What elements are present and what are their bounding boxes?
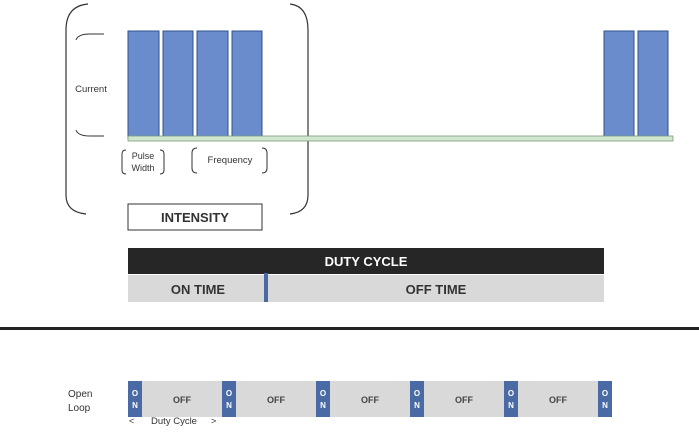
pulse-bar bbox=[127, 30, 160, 139]
off-segment-label: OFF bbox=[455, 395, 473, 405]
on-segment bbox=[504, 381, 518, 417]
off-segment bbox=[236, 381, 316, 417]
off-segment bbox=[330, 381, 410, 417]
on-segment bbox=[128, 381, 142, 417]
pulse-width-bracket-right bbox=[159, 149, 165, 175]
off-segment-label: OFF bbox=[267, 395, 285, 405]
on-time-label: ON TIME bbox=[171, 282, 225, 297]
on-segment-label: N bbox=[414, 401, 420, 410]
intensity-bracket-left bbox=[65, 3, 89, 215]
frequency-bracket-left bbox=[191, 147, 198, 174]
on-segment-label: N bbox=[132, 401, 138, 410]
pulse-bar bbox=[231, 30, 263, 139]
current-bracket-top bbox=[75, 33, 104, 41]
on-segment bbox=[598, 381, 612, 417]
duty-cycle-bar bbox=[128, 248, 604, 274]
intensity-label: INTENSITY bbox=[161, 210, 229, 225]
on-segment-label: N bbox=[508, 401, 514, 410]
off-segment bbox=[424, 381, 504, 417]
pulse-bar bbox=[637, 30, 669, 139]
pulse-bar bbox=[162, 30, 194, 139]
on-segment bbox=[316, 381, 330, 417]
duty-cycle-small-label: Duty Cycle bbox=[151, 416, 197, 427]
frequency-label: Frequency bbox=[208, 155, 253, 166]
duty-cycle-arrow-right: > bbox=[211, 416, 216, 426]
pulse-bar bbox=[603, 30, 635, 139]
on-segment-label: O bbox=[508, 389, 514, 398]
on-segment bbox=[222, 381, 236, 417]
off-segment-label: OFF bbox=[173, 395, 191, 405]
pulse-width-label-line2: Width bbox=[131, 163, 154, 173]
on-segment-label: O bbox=[414, 389, 420, 398]
on-time-block bbox=[128, 275, 264, 302]
baseline bbox=[127, 135, 674, 142]
off-segment-label: OFF bbox=[549, 395, 567, 405]
off-time-label: OFF TIME bbox=[406, 282, 467, 297]
intensity-box bbox=[127, 203, 263, 231]
on-segment bbox=[410, 381, 424, 417]
off-segment bbox=[518, 381, 598, 417]
frequency-bracket-right bbox=[261, 147, 268, 174]
pulse-group-right bbox=[603, 30, 669, 139]
current-bracket-bottom bbox=[75, 129, 104, 137]
off-time-block bbox=[268, 275, 604, 302]
open-loop-label-line2: Loop bbox=[68, 403, 91, 414]
on-off-divider bbox=[264, 273, 268, 302]
pulse-bar bbox=[196, 30, 229, 139]
on-segment-label: N bbox=[226, 401, 232, 410]
intensity-bracket-right bbox=[289, 3, 309, 215]
on-segment-label: O bbox=[320, 389, 326, 398]
pulse-width-label-line1: Pulse bbox=[132, 151, 155, 161]
open-loop-label-line1: Open bbox=[68, 389, 92, 400]
current-label: Current bbox=[75, 84, 107, 95]
on-segment-label: N bbox=[602, 401, 608, 410]
on-segment-label: N bbox=[320, 401, 326, 410]
off-segment bbox=[142, 381, 222, 417]
on-segment-label: O bbox=[226, 389, 232, 398]
on-segment-label: O bbox=[132, 389, 138, 398]
on-segment-label: O bbox=[602, 389, 608, 398]
pulse-width-bracket bbox=[121, 149, 127, 175]
pulse-group-left bbox=[127, 30, 263, 139]
duty-cycle-arrow-left: < bbox=[129, 416, 134, 426]
off-segment-label: OFF bbox=[361, 395, 379, 405]
duty-cycle-label: DUTY CYCLE bbox=[325, 254, 408, 269]
section-divider bbox=[0, 327, 699, 330]
